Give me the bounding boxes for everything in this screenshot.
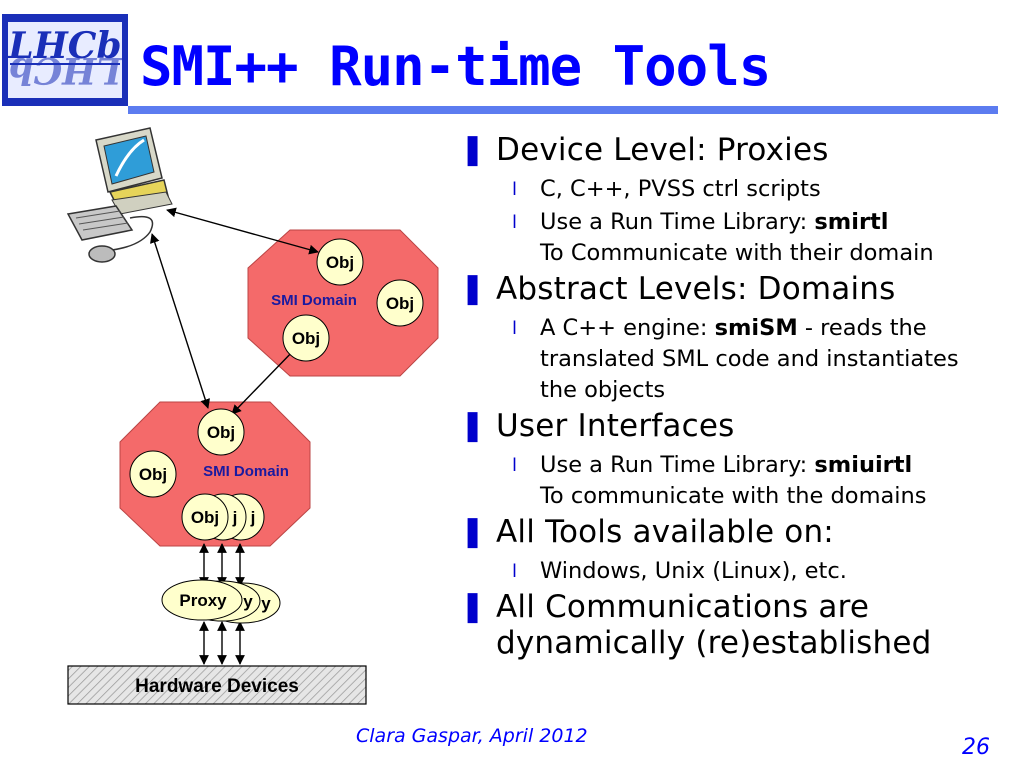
lhcb-logo: LHCb LHCb [2,14,128,106]
footer-author: Clara Gaspar, April 2012 [356,725,588,747]
hardware-devices-box: Hardware Devices [67,665,367,705]
bullet-marker: ❚ [460,514,486,549]
svg-text:Obj: Obj [326,253,354,272]
stacked-object-front: Obj [181,493,229,541]
svg-text:y: y [243,592,253,611]
bullet-device-level: ❚ Device Level: Proxies [460,132,829,168]
arrow-lower-to-upper-domain [231,347,297,415]
bullet-tools-available: ❚ All Tools available on: [460,514,834,550]
upper-domain-label: SMI Domain [271,292,357,309]
proxy-front: Proxy [161,579,243,621]
lower-domain-label: SMI Domain [203,463,289,480]
sub-bullet: l A C++ engine: smiSM - reads the transl… [512,315,959,403]
bullet-marker: ❚ [460,271,486,306]
arrow-computer-to-lower-domain [150,233,210,409]
bullet-abstract-levels: ❚ Abstract Levels: Domains [460,271,896,307]
library-name: smirtl [814,209,889,235]
svg-text:y: y [261,594,271,613]
lower-object-left: Obj [129,450,177,498]
title-underline [128,106,998,114]
sub-bullet: l Windows, Unix (Linux), etc. [512,556,1020,587]
architecture-diagram: Obj Obj Obj SMI Domain Obj Obj SMI Domai… [66,127,439,705]
upper-object-bottom: Obj [282,314,330,362]
sub-bullet-marker: l [512,318,518,339]
svg-text:Obj: Obj [191,508,219,527]
svg-text:Obj: Obj [207,423,235,442]
bullet-communications: ❚ All Communications are dynamically (re… [460,589,932,661]
slide-title: SMI++ Run-time Tools [140,35,771,98]
svg-text:Proxy: Proxy [179,591,227,610]
arrow-computer-to-upper-domain [166,207,319,255]
bullet-marker: ❚ [460,132,486,167]
svg-text:j: j [250,508,256,527]
sub-bullet: l C, C++, PVSS ctrl scripts [512,174,1020,205]
bullet-list: ❚ Device Level: Proxies l C, C++, PVSS c… [460,132,1020,667]
page-number: 26 [962,735,990,760]
logo-text: LHCb [7,25,121,67]
svg-text:Obj: Obj [292,329,320,348]
upper-object-top: Obj [316,238,364,286]
svg-text:Obj: Obj [139,465,167,484]
sub-bullet-marker: l [512,179,518,200]
upper-object-right: Obj [376,279,424,327]
proxy-arrows [199,543,245,665]
computer-icon [66,127,173,263]
svg-text:Obj: Obj [386,294,414,313]
library-name: smiuirtl [814,452,913,478]
sub-bullet-marker: l [512,212,518,233]
sub-bullet-marker: l [512,455,518,476]
lower-object-top: Obj [197,408,245,456]
bullet-user-interfaces: ❚ User Interfaces [460,408,735,444]
svg-text:j: j [232,508,238,527]
engine-name: smiSM [714,315,798,341]
sub-bullet-marker: l [512,561,518,582]
bullet-marker: ❚ [460,408,486,443]
logo-text-mirror: LHCb [8,49,122,91]
svg-text:Hardware Devices: Hardware Devices [135,676,299,697]
bullet-marker: ❚ [460,589,486,624]
